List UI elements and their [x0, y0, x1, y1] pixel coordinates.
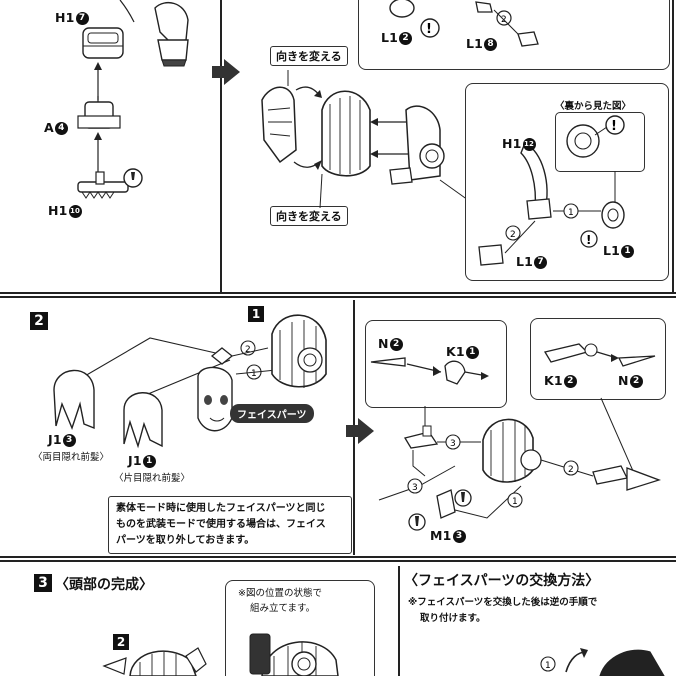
- flow-arrow-2-icon: [358, 418, 374, 444]
- turn-label-bottom: 向きを変える: [270, 206, 348, 226]
- divider-row1: [0, 292, 676, 294]
- turn-label-top: 向きを変える: [270, 46, 348, 66]
- svg-text:3: 3: [450, 439, 456, 449]
- divider-row2b: [0, 560, 676, 562]
- svg-text:3: 3: [412, 483, 418, 493]
- face-parts-note-line-3: パーツを取り外しておきます。: [116, 535, 255, 546]
- face-parts-tag: フェイスパーツ: [230, 404, 314, 423]
- divider-right-edge: [672, 0, 674, 292]
- flow-arrow-2-stem: [346, 425, 358, 437]
- svg-text:1: 1: [251, 369, 257, 379]
- face-swap-title: 〈フェイスパーツの交換方法〉: [404, 573, 600, 589]
- hair-face-drawings: 2 1: [53, 314, 327, 449]
- panel3-title: 〈頭部の完成〉: [55, 577, 153, 593]
- divider-row1b: [0, 296, 676, 298]
- divider-row2: [0, 556, 676, 558]
- caption-j1-1: 〈片目隠れ前髪〉: [114, 473, 191, 484]
- flow-arrow-1-stem: [212, 66, 224, 78]
- back-view-label: 〈裏から見た図〉: [555, 101, 632, 112]
- flow-arrow-1-icon: [224, 59, 240, 85]
- head-assembly-drawing: [261, 70, 469, 209]
- divider-top-vertical: [220, 0, 222, 292]
- face-parts-note-line-1: 素体モード時に使用したフェイスパーツと同じ: [116, 503, 326, 514]
- svg-text:1: 1: [545, 661, 551, 671]
- svg-text:2: 2: [245, 345, 251, 355]
- subassembly-top-drawings: ! 2: [389, 0, 539, 47]
- panel3-drawings: 1: [102, 633, 665, 676]
- svg-text:!: !: [586, 233, 591, 247]
- detail-drawings: ! 1 ! 2: [478, 115, 625, 266]
- assembly-note-line-2: 組み立てます。: [250, 603, 316, 614]
- svg-text:!: !: [611, 119, 617, 134]
- svg-text:1: 1: [512, 497, 518, 507]
- face-parts-note: 素体モード時に使用したフェイスパーツと同じ ものを武装モードで使用する場合は、フ…: [108, 496, 352, 554]
- step-badge-2: 2: [30, 312, 48, 330]
- svg-text:1: 1: [568, 208, 574, 218]
- pin-mark-icon: [123, 168, 143, 188]
- svg-text:2: 2: [510, 230, 516, 240]
- sub-step-badge-2: 2: [113, 634, 129, 650]
- face-swap-note-line-2: 取り付けます。: [420, 613, 486, 624]
- step-badge-3: 3: [34, 574, 52, 592]
- panel1-left-drawings: [77, 0, 189, 199]
- caption-j1-3: 〈両目隠れ前髪〉: [33, 452, 110, 463]
- svg-text:2: 2: [568, 465, 574, 475]
- assembly-note-line-1: ※図の位置の状態で: [238, 588, 322, 599]
- divider-bottom-vertical: [398, 566, 400, 676]
- svg-text:!: !: [426, 22, 432, 37]
- face-swap-note-line-1: ※フェイスパーツを交換した後は逆の手順で: [408, 597, 598, 608]
- face-parts-note-line-2: ものを武装モードで使用する場合は、フェイス: [116, 519, 326, 530]
- sub-step-badge-1: 1: [248, 306, 264, 322]
- nk-assembly-drawings: 3 2 3 1: [370, 343, 662, 531]
